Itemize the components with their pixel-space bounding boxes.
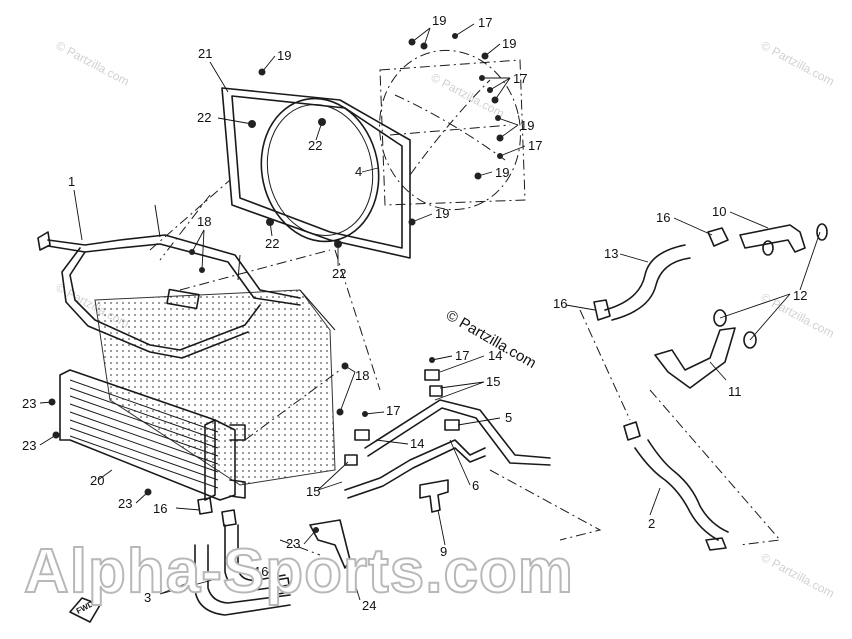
callout-24: 24 <box>362 598 376 613</box>
callout-19c: 19 <box>502 36 516 51</box>
hose-10 <box>739 224 806 253</box>
watermark-corner-3: © Partzilla.com <box>759 38 837 88</box>
callout-16a: 16 <box>656 210 670 225</box>
bracket-24 <box>309 519 351 569</box>
callout-12: 12 <box>793 288 807 303</box>
callout-19b: 19 <box>277 48 291 63</box>
callout-23b: 23 <box>22 438 36 453</box>
hose-11 <box>654 327 736 389</box>
callout-1: 1 <box>68 174 75 189</box>
hose-3 <box>194 524 291 616</box>
assembly-lines <box>149 179 781 556</box>
callout-18b: 18 <box>355 368 369 383</box>
callout-9: 9 <box>440 544 447 559</box>
callout-14b: 14 <box>410 436 424 451</box>
radiator-core <box>94 289 336 486</box>
callout-3: 3 <box>144 590 151 605</box>
callout-22b: 22 <box>308 138 322 153</box>
callout-22c: 22 <box>265 236 279 251</box>
watermark-main: Alpha-Sports.com <box>24 537 574 606</box>
bracket-9 <box>419 479 449 513</box>
callout-23a: 23 <box>22 396 36 411</box>
callout-23d: 23 <box>286 536 300 551</box>
callout-22a: 22 <box>197 110 211 125</box>
hose-2 <box>634 439 729 541</box>
fan-shroud <box>221 87 411 259</box>
callout-21: 21 <box>198 46 212 61</box>
callout-4: 4 <box>355 164 362 179</box>
callout-labels: 1 2 3 4 5 6 9 10 11 12 13 14 14 15 15 16… <box>22 13 807 613</box>
pipe-6 <box>344 439 486 499</box>
callout-16c: 16 <box>153 501 167 516</box>
watermark-corner-6: © Partzilla.com <box>759 550 837 600</box>
callout-11: 11 <box>728 384 742 399</box>
callout-18a: 18 <box>197 214 211 229</box>
callout-6: 6 <box>472 478 479 493</box>
callout-16d: 16 <box>254 564 268 579</box>
callout-17e: 17 <box>386 403 400 418</box>
callout-17a: 17 <box>478 15 492 30</box>
callout-22d: 22 <box>332 266 346 281</box>
callout-15a: 15 <box>486 374 500 389</box>
watermark-corner-1: © Partzilla.com <box>54 38 132 88</box>
callout-10: 10 <box>712 204 726 219</box>
callout-17b: 17 <box>513 71 527 86</box>
callout-17c: 17 <box>528 138 542 153</box>
oil-cooler <box>59 369 246 501</box>
callout-13: 13 <box>604 246 618 261</box>
callout-19a: 19 <box>432 13 446 28</box>
wire-harness <box>37 204 301 359</box>
callout-23c: 23 <box>118 496 132 511</box>
hose-13 <box>604 244 691 321</box>
leader-lines <box>39 23 821 601</box>
pipe-5 <box>364 399 551 466</box>
callout-20: 20 <box>90 473 104 488</box>
callout-5: 5 <box>505 410 512 425</box>
callout-19e: 19 <box>495 165 509 180</box>
cooling-fan <box>379 49 526 211</box>
callout-19d: 19 <box>520 118 534 133</box>
callout-2: 2 <box>648 516 655 531</box>
fasteners <box>48 33 828 595</box>
callout-17d: 17 <box>455 348 469 363</box>
callout-14a: 14 <box>488 348 502 363</box>
callout-15b: 15 <box>306 484 320 499</box>
callout-19f: 19 <box>435 206 449 221</box>
callout-16b: 16 <box>553 296 567 311</box>
